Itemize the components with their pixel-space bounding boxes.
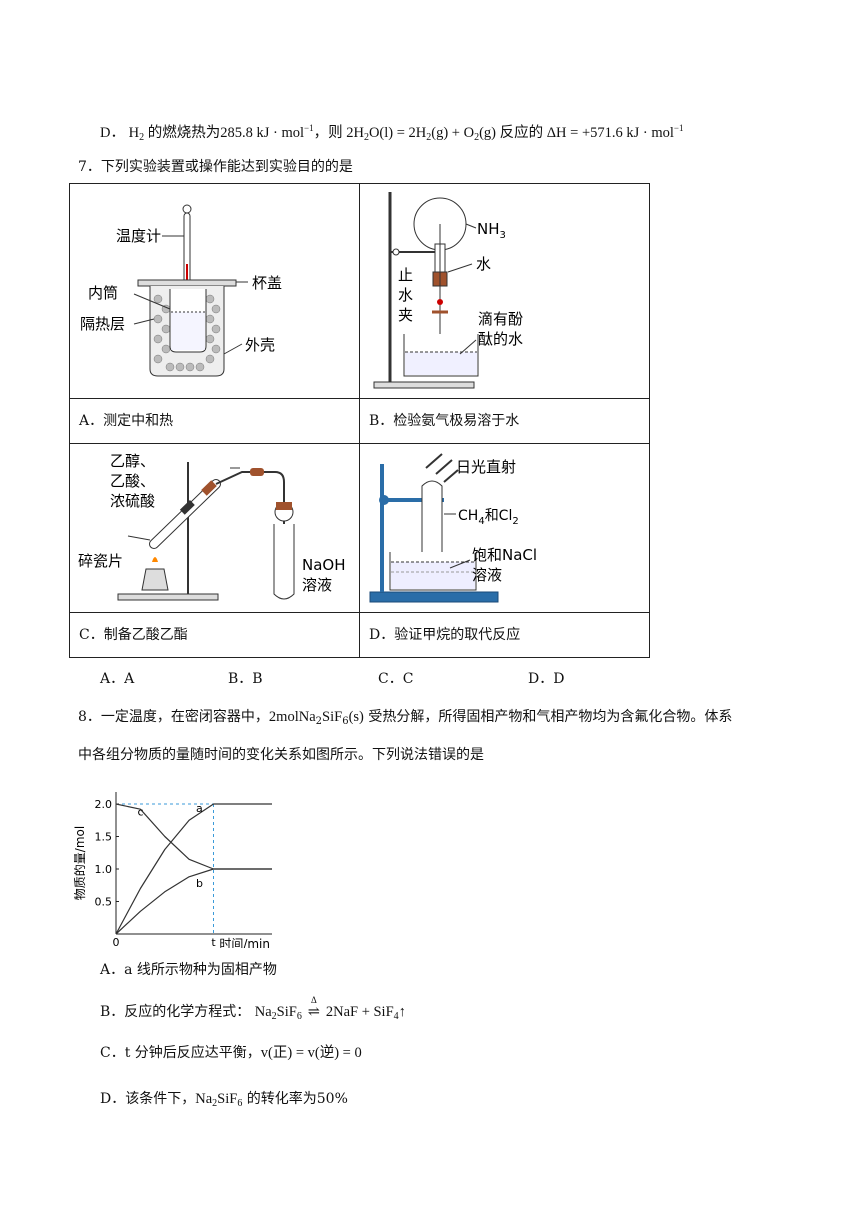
q8-stem-line-2: 中各组分物质的量随时间的变化关系如图所示。下列说法错误的是: [78, 747, 484, 763]
q8-option-c[interactable]: C．t 分钟后反应达平衡，v(正) = v(逆) = 0: [100, 1043, 362, 1063]
label-clamp-2: 水: [398, 286, 413, 304]
option-text: D．该条件下，: [100, 1091, 196, 1107]
stem-text: 受热分解，所得固相产物和气相产物均为含氟化合物。体系: [363, 709, 733, 725]
apparatus-a: 温度计 杯盖 内筒 隔热层 外壳: [69, 183, 360, 399]
label-sulfuric-acid: 浓硫酸: [110, 492, 155, 510]
label-lid: 杯盖: [252, 274, 282, 292]
apparatus-c: 乙醇、 乙酸、 浓硫酸 碎瓷片 NaOH 溶液: [69, 443, 360, 613]
series-label-c: c: [137, 806, 143, 819]
label-phenol-1: 滴有酚: [478, 310, 523, 328]
label-nh3: NH3: [477, 220, 506, 241]
subscript: 2: [426, 132, 432, 143]
subscript: 6: [342, 716, 349, 727]
caption-b: B．检验氨气极易溶于水: [359, 398, 650, 444]
label-nacl: 饱和NaCl: [472, 546, 537, 564]
formula-text: 2molNa: [268, 709, 316, 725]
apparatus-b: NH3 水 止 水 夹 滴有酚 酞的水: [359, 183, 650, 399]
formula-text: ，则 2H: [313, 125, 364, 141]
label-shell: 外壳: [245, 336, 275, 354]
methane-diagram: 日光直射 CH4和Cl2 饱和NaCl 溶液: [369, 453, 537, 603]
formula-text: H: [128, 125, 140, 141]
option-prefix: D．: [100, 125, 125, 141]
label-phenol-2: 酞的水: [478, 330, 523, 348]
apparatus-d: 日光直射 CH4和Cl2 饱和NaCl 溶液: [359, 443, 650, 613]
option-text: B．反应的化学方程式：: [100, 1004, 251, 1020]
apparatus-table: 温度计 杯盖 内筒 隔热层 外壳: [69, 183, 650, 658]
reversible-arrow-icon: Δ⇌: [307, 995, 320, 1020]
caption-d: D．验证甲烷的取代反应: [359, 612, 650, 658]
superscript: −1: [304, 123, 314, 133]
subscript: 2: [315, 716, 323, 727]
rate-equation: v(正) = v(逆) = 0: [260, 1045, 362, 1061]
label-insulation: 隔热层: [80, 315, 125, 333]
stem-text: 8．一定温度，在密闭容器中，: [78, 709, 269, 725]
formula-text: 的燃烧热为285.8 kJ · mol: [144, 125, 304, 141]
y-axis-label: 物质的量/mol: [74, 826, 87, 900]
label-ethanol: 乙醇、: [110, 452, 155, 470]
y-tick-label: 0.5: [95, 896, 113, 909]
subscript: 2: [363, 132, 369, 143]
label-acetic-acid: 乙酸、: [110, 472, 155, 490]
formula-text: (s): [348, 709, 364, 725]
series-line-c: [115, 803, 272, 870]
x-tick-label: 0: [113, 936, 120, 948]
q6-option-d: D． H2 的燃烧热为285.8 kJ · mol−1，则 2H2O(l) = …: [100, 118, 683, 148]
q7-stem: 7．下列实验装置或操作能达到实验目的的是: [78, 159, 353, 175]
label-naoh: NaOH: [302, 556, 346, 574]
q7-option-b[interactable]: B．B: [228, 671, 263, 687]
label-ch4-cl2: CH4和Cl2: [458, 508, 519, 527]
formula-text: O(l) = 2H: [368, 125, 427, 141]
label-thermometer: 温度计: [116, 227, 161, 245]
series-label-a: a: [196, 802, 203, 815]
calorimeter-diagram: 温度计 杯盖 内筒 隔热层 外壳: [80, 204, 282, 377]
label-porcelain: 碎瓷片: [78, 552, 123, 570]
label-inner-cup: 内筒: [88, 284, 118, 302]
y-tick-label: 1.0: [95, 863, 113, 876]
series-line-b: [115, 868, 272, 935]
caption-a: A．测定中和热: [69, 398, 360, 444]
label-water: 水: [476, 255, 491, 273]
label-clamp-1: 止: [398, 266, 413, 284]
subscript: 2: [474, 132, 480, 143]
series-label-b: b: [196, 877, 203, 890]
option-text: C．t 分钟后反应达平衡，: [100, 1045, 261, 1061]
y-tick-label: 2.0: [95, 798, 113, 811]
q7-option-d[interactable]: D．D: [528, 671, 565, 687]
formula-text: SiF: [322, 709, 343, 725]
subscript: 2: [139, 132, 145, 143]
ester-diagram: 乙醇、 乙酸、 浓硫酸 碎瓷片 NaOH 溶液: [78, 452, 346, 601]
formula-text: (g) 反应的 ΔH = +571.6 kJ · mol: [479, 125, 674, 141]
label-sunlight: 日光直射: [456, 458, 516, 476]
x-axis-label: 时间/min: [219, 937, 270, 948]
formula-text: (g) + O: [431, 125, 475, 141]
option-text: 的转化率为50%: [242, 1091, 348, 1107]
label-nacl-solution: 溶液: [472, 566, 502, 584]
x-tick-label: t: [211, 936, 216, 948]
y-tick-label: 1.5: [95, 831, 113, 844]
q8-stem-line-1: 8．一定温度，在密闭容器中，2molNa2SiF6(s) 受热分解，所得固相产物…: [78, 707, 732, 732]
formula: Na2SiF6: [195, 1091, 243, 1109]
caption-c: C．制备乙酸乙酯: [69, 612, 360, 658]
q7-option-a[interactable]: A．A: [100, 671, 135, 687]
fountain-diagram: NH3 水 止 水 夹 滴有酚 酞的水: [373, 192, 523, 389]
q8-option-a[interactable]: A．a 线所示物种为固相产物: [100, 962, 277, 978]
label-solution: 溶液: [302, 576, 332, 594]
series-line-a: [115, 803, 272, 935]
superscript: −1: [673, 123, 684, 133]
label-clamp-3: 夹: [398, 306, 413, 324]
q7-option-c[interactable]: C．C: [378, 671, 414, 687]
q8-option-d[interactable]: D．该条件下，Na2SiF6 的转化率为50%: [100, 1089, 348, 1114]
